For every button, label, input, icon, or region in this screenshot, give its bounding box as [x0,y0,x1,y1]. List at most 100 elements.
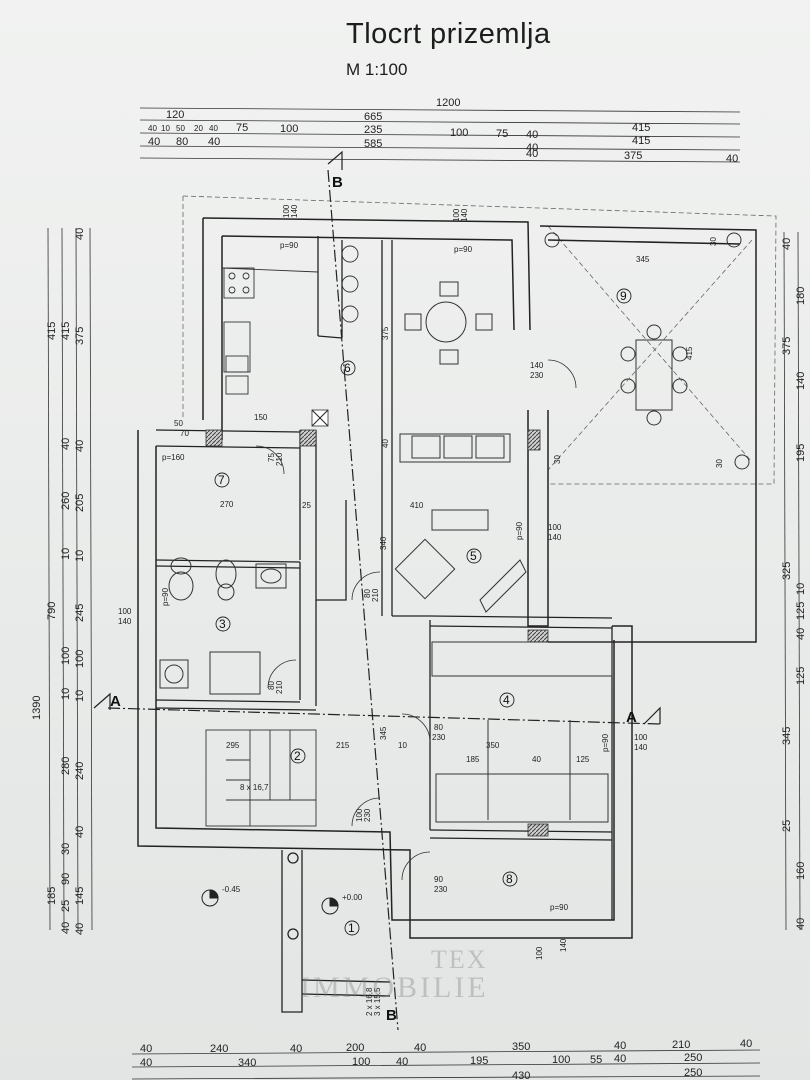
dimension-label: 25 [302,501,311,510]
level-markers [201,889,339,915]
dimension-label: 40 [381,439,390,448]
dimension-label: 80 [434,723,443,732]
dim-bot-r1-7: 210 [672,1039,690,1051]
dimension-label: 30 [553,455,562,464]
dimension-label: 100 [548,523,562,532]
dimension-label: 340 [379,536,388,550]
dimension-label: 80 [267,681,276,690]
dim-left-1390: 1390 [31,696,43,720]
dimension-label: p=90 [161,587,170,606]
dim-left-415b: 415 [60,322,72,340]
dimension-label: 230 [432,733,446,742]
watermark: TEX IMMOBILIE [300,945,489,1003]
dim-top-r5-2: 40 [726,153,738,165]
dim-left-415a: 415 [46,322,58,340]
dimension-label: 295 [226,741,240,750]
dim-top-r4-4: 40 [526,142,538,154]
section-b-bottom: B [386,1007,397,1024]
dim-top-r3-7: 235 [364,124,382,136]
dim-top-665: 665 [364,111,382,123]
section-line-a [107,707,661,725]
dimension-label: 410 [410,501,424,510]
dim-right-9: 125 [795,667,807,685]
dim-bot-r1-8: 40 [740,1038,752,1050]
dimension-label: 140 [634,743,648,752]
section-a-right: A [626,709,637,726]
dim-bot-r3-0: 430 [512,1070,530,1080]
dim-top-r3-11: 415 [632,122,650,134]
dim-left-c10b: 10 [74,690,86,702]
dim-top-r3-10: 40 [526,129,538,141]
plan-scale: M 1:100 [346,60,408,79]
dimension-label: 40 [532,755,541,764]
dim-right-6: 10 [795,583,807,595]
dim-top-r5-0: 40 [526,148,538,160]
dim-bot-r1-1: 240 [210,1043,228,1055]
entrance-porch [281,850,391,1013]
dim-top-120: 120 [166,109,184,121]
dim-right-11: 25 [781,820,793,832]
dimension-label: +0.00 [342,893,363,902]
dim-bot-r2-6: 55 [590,1054,602,1066]
dim-top-r3-8: 100 [450,127,468,139]
outer-walls [137,217,757,939]
dim-right-7: 125 [795,602,807,620]
dim-left-c40d: 40 [74,923,86,935]
dimension-label: 75 [267,453,276,462]
dimension-label: 90 [434,875,443,884]
dimension-label: 210 [371,588,380,602]
dimension-label: 125 [576,755,590,764]
dimension-label: 50 [174,419,183,428]
dimension-label: 100 [355,808,364,822]
dimension-label: 10 [398,741,407,750]
right-dimensions [783,231,801,931]
room-1: 1 [348,921,355,935]
dimension-label: 270 [220,500,234,509]
dimension-label: 140 [118,617,132,626]
dimension-label: 415 [685,346,694,360]
dim-left-205: 205 [74,494,86,512]
dimension-label: 140 [460,208,469,222]
dim-bot-r2-5: 100 [552,1054,570,1066]
dim-top-r3-3: 20 [194,124,203,133]
dimension-label: p=90 [515,521,524,540]
dim-left-245: 245 [74,604,86,622]
dim-left-c40b: 40 [74,440,86,452]
dim-left-c40c: 40 [74,826,86,838]
dim-left-240: 240 [74,762,86,780]
dimension-label: 100 [535,946,544,960]
dimension-label: 215 [336,741,350,750]
dim-right-2: 375 [781,337,793,355]
dim-top-r3-4: 40 [209,124,218,133]
dim-left-145: 145 [74,887,86,905]
dimension-label: 80 [363,589,372,598]
left-dimensions [47,227,93,931]
dim-bot-r1-5: 350 [512,1041,530,1053]
dim-left-30: 30 [60,843,72,855]
dim-bot-r1-2: 40 [290,1043,302,1055]
dimension-label: 100 [118,607,132,616]
dim-bot-r2-2: 100 [352,1056,370,1068]
dim-top-r3-0: 40 [148,124,157,133]
dining-table [404,281,493,365]
bottom-dimensions [131,1049,761,1080]
dimension-label: 345 [636,255,650,264]
dim-top-r4-2: 40 [208,136,220,148]
dim-right-4: 195 [795,444,807,462]
dim-right-3: 140 [795,372,807,390]
dim-top-r5-1: 375 [624,150,642,162]
dimension-label: 210 [275,680,284,694]
dim-top-r4-3: 585 [364,138,382,150]
dim-left-25: 25 [60,900,72,912]
dim-top-r3-2: 50 [176,124,185,133]
watermark-line1: TEX [431,945,488,974]
dim-top-r4-1: 80 [176,136,188,148]
dim-right-8: 40 [795,628,807,640]
dimension-label: 375 [381,326,390,340]
dimension-label: 30 [715,459,724,468]
plan-title: Tlocrt prizemlja [346,18,551,50]
dim-right-12: 160 [795,862,807,880]
dim-right-5: 325 [781,562,793,580]
dim-bot-r2-3: 40 [396,1056,408,1068]
